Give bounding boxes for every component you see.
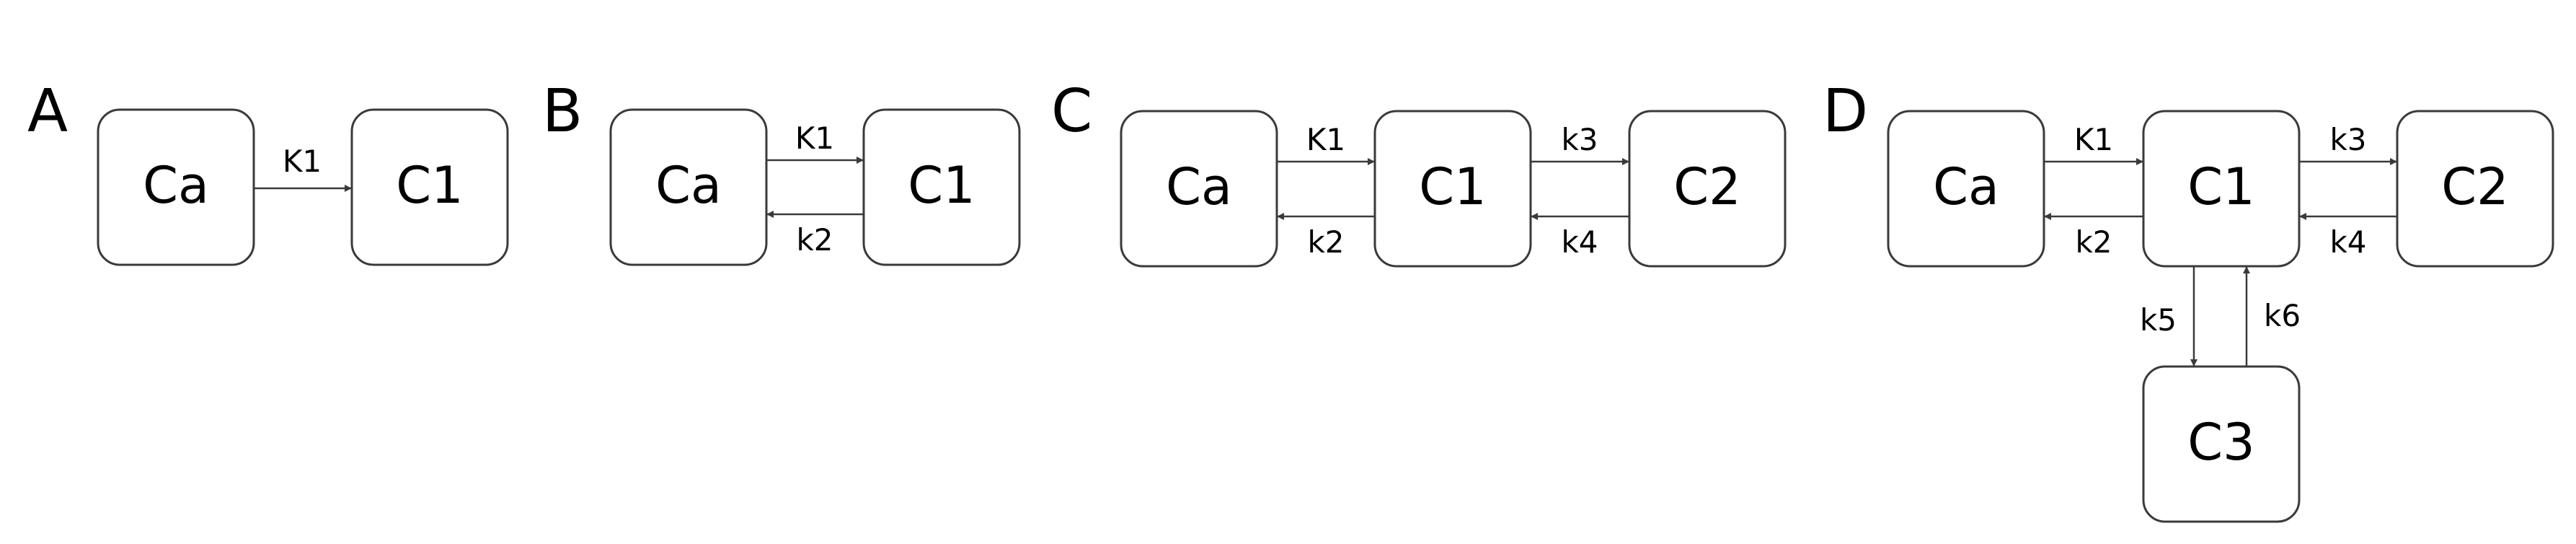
panel-letter-d: D (1823, 77, 1868, 146)
box-ca-label: Ca (143, 156, 209, 215)
box-ca-label: Ca (1166, 157, 1232, 216)
rate-label-k1: K1 (2074, 122, 2113, 157)
panel-letter-a: A (27, 77, 68, 146)
box-c2: C2 (1628, 110, 1787, 268)
panel-letter-c: C (1051, 77, 1092, 146)
box-ca-label: Ca (655, 156, 722, 215)
panel-c: C Ca C1 C2 K1 k2 k3 k4 (1051, 77, 1787, 268)
rate-label-k1: K1 (1306, 122, 1345, 157)
box-c1-label: C1 (1419, 157, 1486, 216)
rate-label-k1: K1 (283, 144, 322, 179)
panel-a: A Ca C1 K1 (27, 77, 509, 266)
box-c1: C1 (862, 108, 1021, 266)
box-c1-label: C1 (2187, 157, 2254, 216)
box-c2-label: C2 (1673, 157, 1740, 216)
box-c3-label: C3 (2187, 413, 2254, 472)
rate-label-k6: k6 (2264, 298, 2301, 333)
box-c3: C3 (2142, 365, 2301, 523)
rate-label-k3: k3 (1561, 122, 1598, 157)
box-ca-label: Ca (1933, 157, 1999, 216)
rate-label-k3: k3 (2329, 122, 2366, 157)
box-c1: C1 (350, 108, 509, 266)
box-c2: C2 (2396, 110, 2554, 268)
box-ca: Ca (1887, 110, 2045, 268)
rate-label-k5: k5 (2140, 302, 2177, 338)
rate-label-k2: k2 (796, 222, 833, 258)
box-ca: Ca (1120, 110, 1278, 268)
panel-b: B Ca C1 K1 k2 (542, 77, 1021, 266)
rate-label-k4: k4 (2329, 224, 2366, 260)
box-ca: Ca (97, 108, 255, 266)
box-c1-label: C1 (908, 156, 975, 215)
box-ca: Ca (609, 108, 768, 266)
rate-label-k1: K1 (795, 120, 834, 156)
panel-letter-b: B (542, 77, 583, 146)
panel-d: D Ca C1 C2 C3 K1 k2 k3 k4 k5 k6 (1823, 77, 2554, 523)
box-c1: C1 (1373, 110, 1532, 268)
box-c1: C1 (2142, 110, 2301, 268)
rate-label-k4: k4 (1561, 224, 1598, 260)
box-c2-label: C2 (2441, 157, 2508, 216)
rate-label-k2: k2 (2075, 224, 2112, 260)
rate-label-k2: k2 (1307, 224, 1344, 260)
box-c1-label: C1 (396, 156, 463, 215)
